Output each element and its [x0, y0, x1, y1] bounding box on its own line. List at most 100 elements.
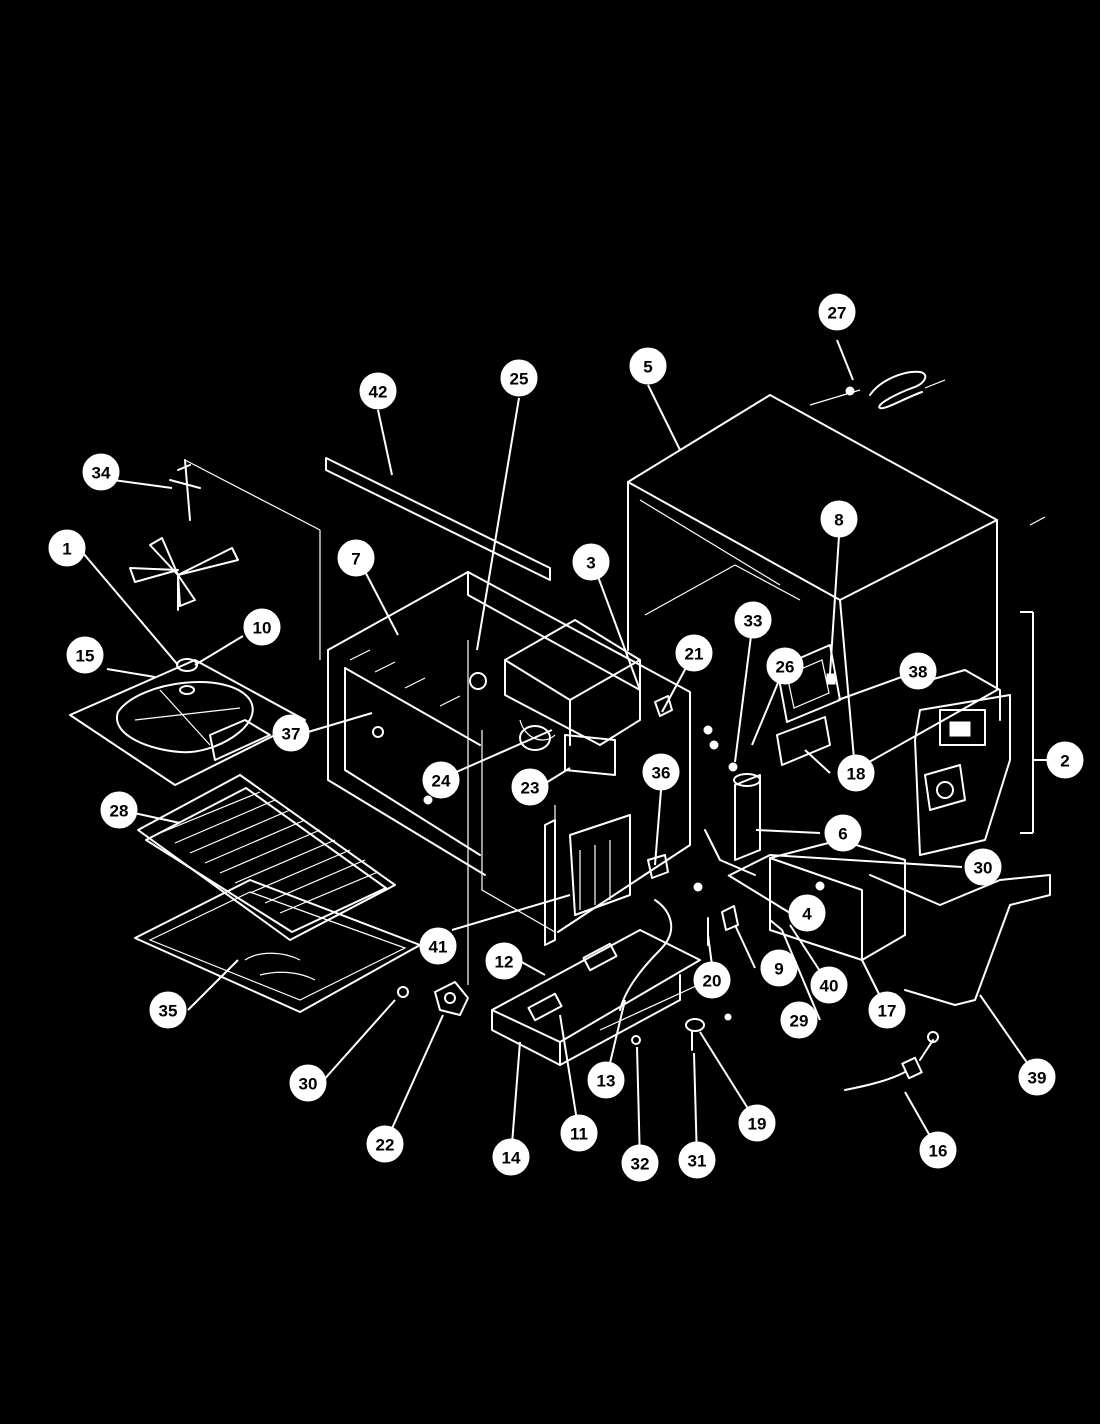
callout-circle — [824, 814, 862, 852]
callout-circle — [48, 529, 86, 567]
callout-circle — [511, 768, 549, 806]
callout-circle — [366, 1125, 404, 1163]
callout-label: 26 — [776, 658, 795, 677]
callout-35: 35 — [149, 991, 187, 1029]
callout-label: 1 — [62, 540, 71, 559]
callout-2: 2 — [1046, 741, 1084, 779]
wiring-part — [619, 854, 673, 1011]
callout-circle — [760, 949, 798, 987]
callout-circle — [66, 636, 104, 674]
callout-label: 4 — [802, 905, 812, 924]
callout-31: 31 — [678, 1141, 716, 1179]
callout-circle — [693, 961, 731, 999]
callout-circle — [810, 966, 848, 1004]
callout-38: 38 — [899, 652, 937, 690]
callout-7: 7 — [337, 539, 375, 577]
callout-circle — [587, 1061, 625, 1099]
callout-label: 36 — [652, 764, 671, 783]
fan-cover-plate-part — [69, 659, 306, 786]
callout-label: 31 — [688, 1152, 707, 1171]
callout-label: 12 — [495, 953, 514, 972]
callout-39: 39 — [1018, 1058, 1056, 1096]
callout-label: 25 — [510, 370, 529, 389]
callout-label: 15 — [76, 647, 95, 666]
callout-circle — [492, 1138, 530, 1176]
feet-part — [631, 1013, 732, 1051]
callout-circle — [818, 293, 856, 331]
callout-circle — [868, 991, 906, 1029]
callout-circle — [272, 714, 310, 752]
callout-circle — [621, 1144, 659, 1182]
callout-label: 42 — [369, 383, 388, 402]
callout-34: 34 — [82, 453, 120, 491]
callout-1: 1 — [48, 529, 86, 567]
callout-label: 35 — [159, 1002, 178, 1021]
callout-label: 16 — [929, 1142, 948, 1161]
callout-30: 30 — [964, 848, 1002, 886]
callout-29: 29 — [780, 1001, 818, 1039]
capacitor-part — [704, 773, 761, 876]
callout-14: 14 — [492, 1138, 530, 1176]
callout-42: 42 — [359, 372, 397, 410]
callout-circle — [642, 753, 680, 791]
heating-element-part — [809, 370, 946, 410]
callout-circle — [337, 539, 375, 577]
callout-label: 30 — [974, 859, 993, 878]
callout-label: 37 — [282, 725, 301, 744]
callout-circle — [560, 1114, 598, 1152]
callout-circle — [419, 927, 457, 965]
callout-label: 39 — [1028, 1069, 1047, 1088]
callout-label: 24 — [432, 772, 451, 791]
callout-6: 6 — [824, 814, 862, 852]
callout-label: 20 — [703, 972, 722, 991]
callout-33: 33 — [734, 601, 772, 639]
callout-24: 24 — [422, 761, 460, 799]
callout-23: 23 — [511, 768, 549, 806]
callout-circle — [289, 1064, 327, 1102]
callout-circle — [780, 1001, 818, 1039]
callout-26: 26 — [766, 647, 804, 685]
callout-37: 37 — [272, 714, 310, 752]
callout-19: 19 — [738, 1104, 776, 1142]
callout-20: 20 — [693, 961, 731, 999]
callout-label: 3 — [586, 554, 595, 573]
callout-label: 28 — [110, 802, 129, 821]
transformer-part — [914, 669, 1011, 856]
callout-label: 7 — [351, 550, 360, 569]
callouts: 1234567891011121314151617181920212223242… — [48, 293, 1084, 1182]
callout-circle — [766, 647, 804, 685]
callout-circle — [899, 652, 937, 690]
callout-36: 36 — [642, 753, 680, 791]
callout-label: 19 — [748, 1115, 767, 1134]
callout-label: 6 — [838, 825, 847, 844]
callout-label: 17 — [878, 1002, 897, 1021]
callout-circle — [359, 372, 397, 410]
callout-25: 25 — [500, 359, 538, 397]
callout-16: 16 — [919, 1131, 957, 1169]
callout-circle — [820, 500, 858, 538]
callout-3: 3 — [572, 543, 610, 581]
callout-15: 15 — [66, 636, 104, 674]
callout-circle — [738, 1104, 776, 1142]
callout-circle — [485, 942, 523, 980]
callout-9: 9 — [760, 949, 798, 987]
callout-22: 22 — [366, 1125, 404, 1163]
callout-40: 40 — [810, 966, 848, 1004]
callout-30: 30 — [289, 1064, 327, 1102]
callout-18: 18 — [837, 754, 875, 792]
callout-8: 8 — [820, 500, 858, 538]
callout-4: 4 — [788, 894, 826, 932]
callout-label: 18 — [847, 765, 866, 784]
fasteners-part — [423, 695, 738, 805]
callout-label: 38 — [909, 663, 928, 682]
callout-28: 28 — [100, 791, 138, 829]
callout-circle — [788, 894, 826, 932]
latch-part — [397, 640, 469, 1016]
callout-label: 22 — [376, 1136, 395, 1155]
callout-label: 27 — [828, 304, 847, 323]
callout-32: 32 — [621, 1144, 659, 1182]
wire-harness-part — [844, 1031, 939, 1091]
callout-circle — [1046, 741, 1084, 779]
callout-label: 40 — [820, 977, 839, 996]
